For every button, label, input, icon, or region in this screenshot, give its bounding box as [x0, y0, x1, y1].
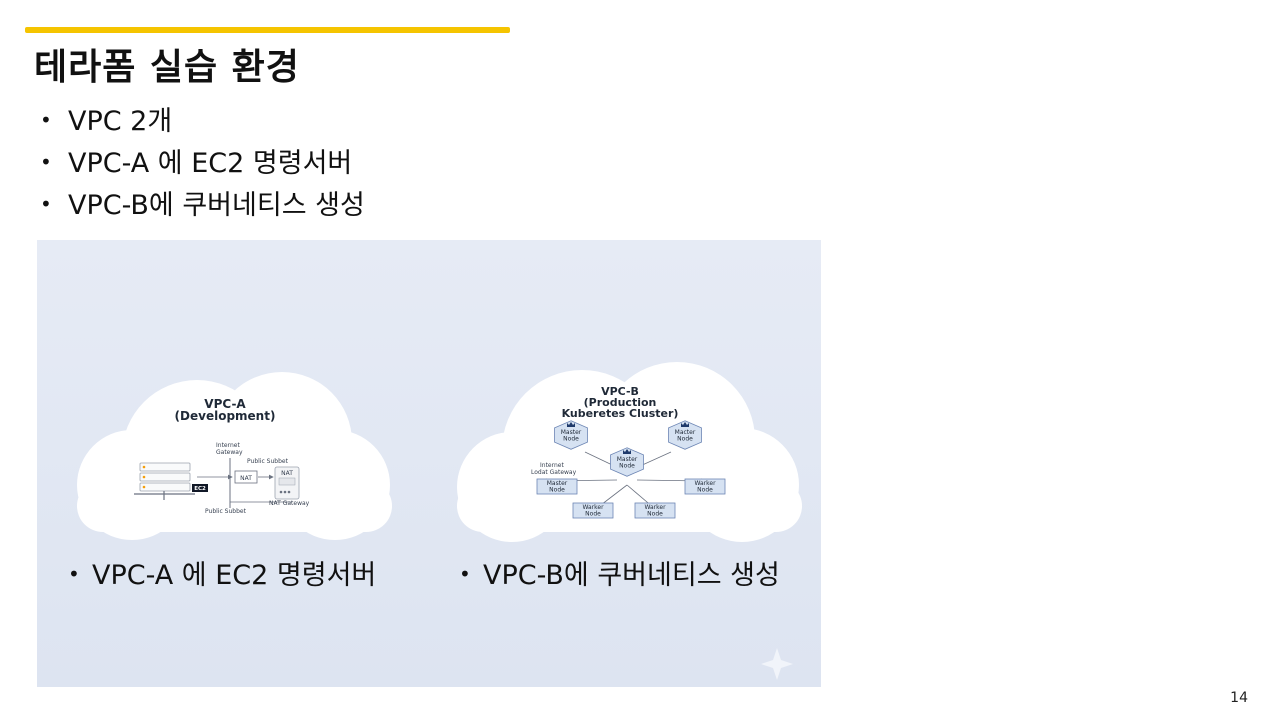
caption-vpc-a: • VPC-A 에 EC2 명령서버 — [68, 553, 376, 592]
vpc-a-subtitle: (Development) — [175, 409, 276, 423]
ec2-server-icon — [134, 462, 195, 500]
lodat-gateway-label: Internet Lodat Gateway — [531, 462, 577, 476]
vpc-a-title: VPC-A — [204, 397, 246, 411]
vpc-a-cloud — [77, 372, 392, 540]
nat-box — [234, 470, 258, 484]
ec2-label: EC2 — [194, 486, 206, 492]
nat-gateway-icon: NAT — [274, 466, 300, 500]
k8s-node-shape — [572, 502, 614, 519]
caption-bullet-dot: • — [459, 562, 471, 586]
caption-vpc-b: • VPC-B에 쿠버네티스 생성 — [459, 553, 780, 592]
bullet-dot: • — [40, 150, 52, 174]
architecture-figure: VPC-A (Development) Internet Gateway Pub… — [37, 240, 821, 687]
lodat-gateway-line2: Lodat Gateway — [531, 469, 577, 476]
vpc-b-subtitle-1: (Production — [584, 396, 657, 409]
bullet-item: • VPC-B에 쿠버네티스 생성 — [40, 184, 365, 226]
crown-icon — [623, 449, 631, 454]
title-accent-bar — [25, 27, 510, 33]
ec2-badge — [192, 484, 208, 492]
architecture-diagram: VPC-A (Development) Internet Gateway Pub… — [77, 362, 802, 680]
internet-gateway-line1: Internet — [216, 442, 240, 449]
k8s-node-shape — [634, 502, 676, 519]
bullet-item: • VPC 2개 — [40, 100, 365, 142]
bullet-text: VPC-B에 쿠버네티스 생성 — [68, 190, 365, 221]
lodat-gateway-line1: Internet — [540, 462, 564, 469]
k8s-node-shape — [610, 447, 644, 477]
nat-gateway-label: NAT Gateway — [269, 500, 310, 507]
nat-label: NAT — [240, 475, 252, 482]
k8s-node-shape — [536, 478, 578, 495]
slide-title: 테라폼 실습 환경 — [34, 47, 300, 88]
vpc-b-title: VPC-B — [601, 385, 639, 398]
nat-gateway-box-label: NAT — [281, 470, 293, 477]
internet-gateway-line2: Gateway — [216, 449, 243, 456]
vpc-b-subtitle-2: Kuberetes Cluster) — [562, 407, 679, 420]
k8s-node-shape — [684, 478, 726, 495]
caption-vpc-b-text: VPC-B에 쿠버네티스 생성 — [483, 560, 780, 591]
crown-icon — [567, 422, 575, 427]
vpc-a-network: Internet Gateway Public Subbet EC2 NAT — [134, 442, 310, 515]
internet-gateway-label: Internet Gateway — [216, 442, 243, 456]
bullet-text: VPC 2개 — [68, 106, 173, 137]
bullet-item: • VPC-A 에 EC2 명령서버 — [40, 142, 365, 184]
k8s-node-shape — [668, 420, 702, 450]
bullet-list: • VPC 2개 • VPC-A 에 EC2 명령서버 • VPC-B에 쿠버네티스 … — [40, 100, 365, 226]
bullet-dot: • — [40, 108, 52, 132]
bullet-dot: • — [40, 192, 52, 216]
public-subnet-bottom-label: Public Subbet — [205, 508, 247, 515]
caption-vpc-a-text: VPC-A 에 EC2 명령서버 — [92, 560, 377, 591]
sparkle-icon — [761, 648, 793, 680]
k8s-node-shape — [554, 420, 588, 450]
crown-icon — [681, 422, 689, 427]
caption-bullet-dot: • — [68, 562, 80, 586]
bullet-text: VPC-A 에 EC2 명령서버 — [68, 148, 353, 179]
page-number: 14 — [1230, 690, 1248, 706]
public-subnet-top-label: Public Subbet — [247, 458, 289, 465]
